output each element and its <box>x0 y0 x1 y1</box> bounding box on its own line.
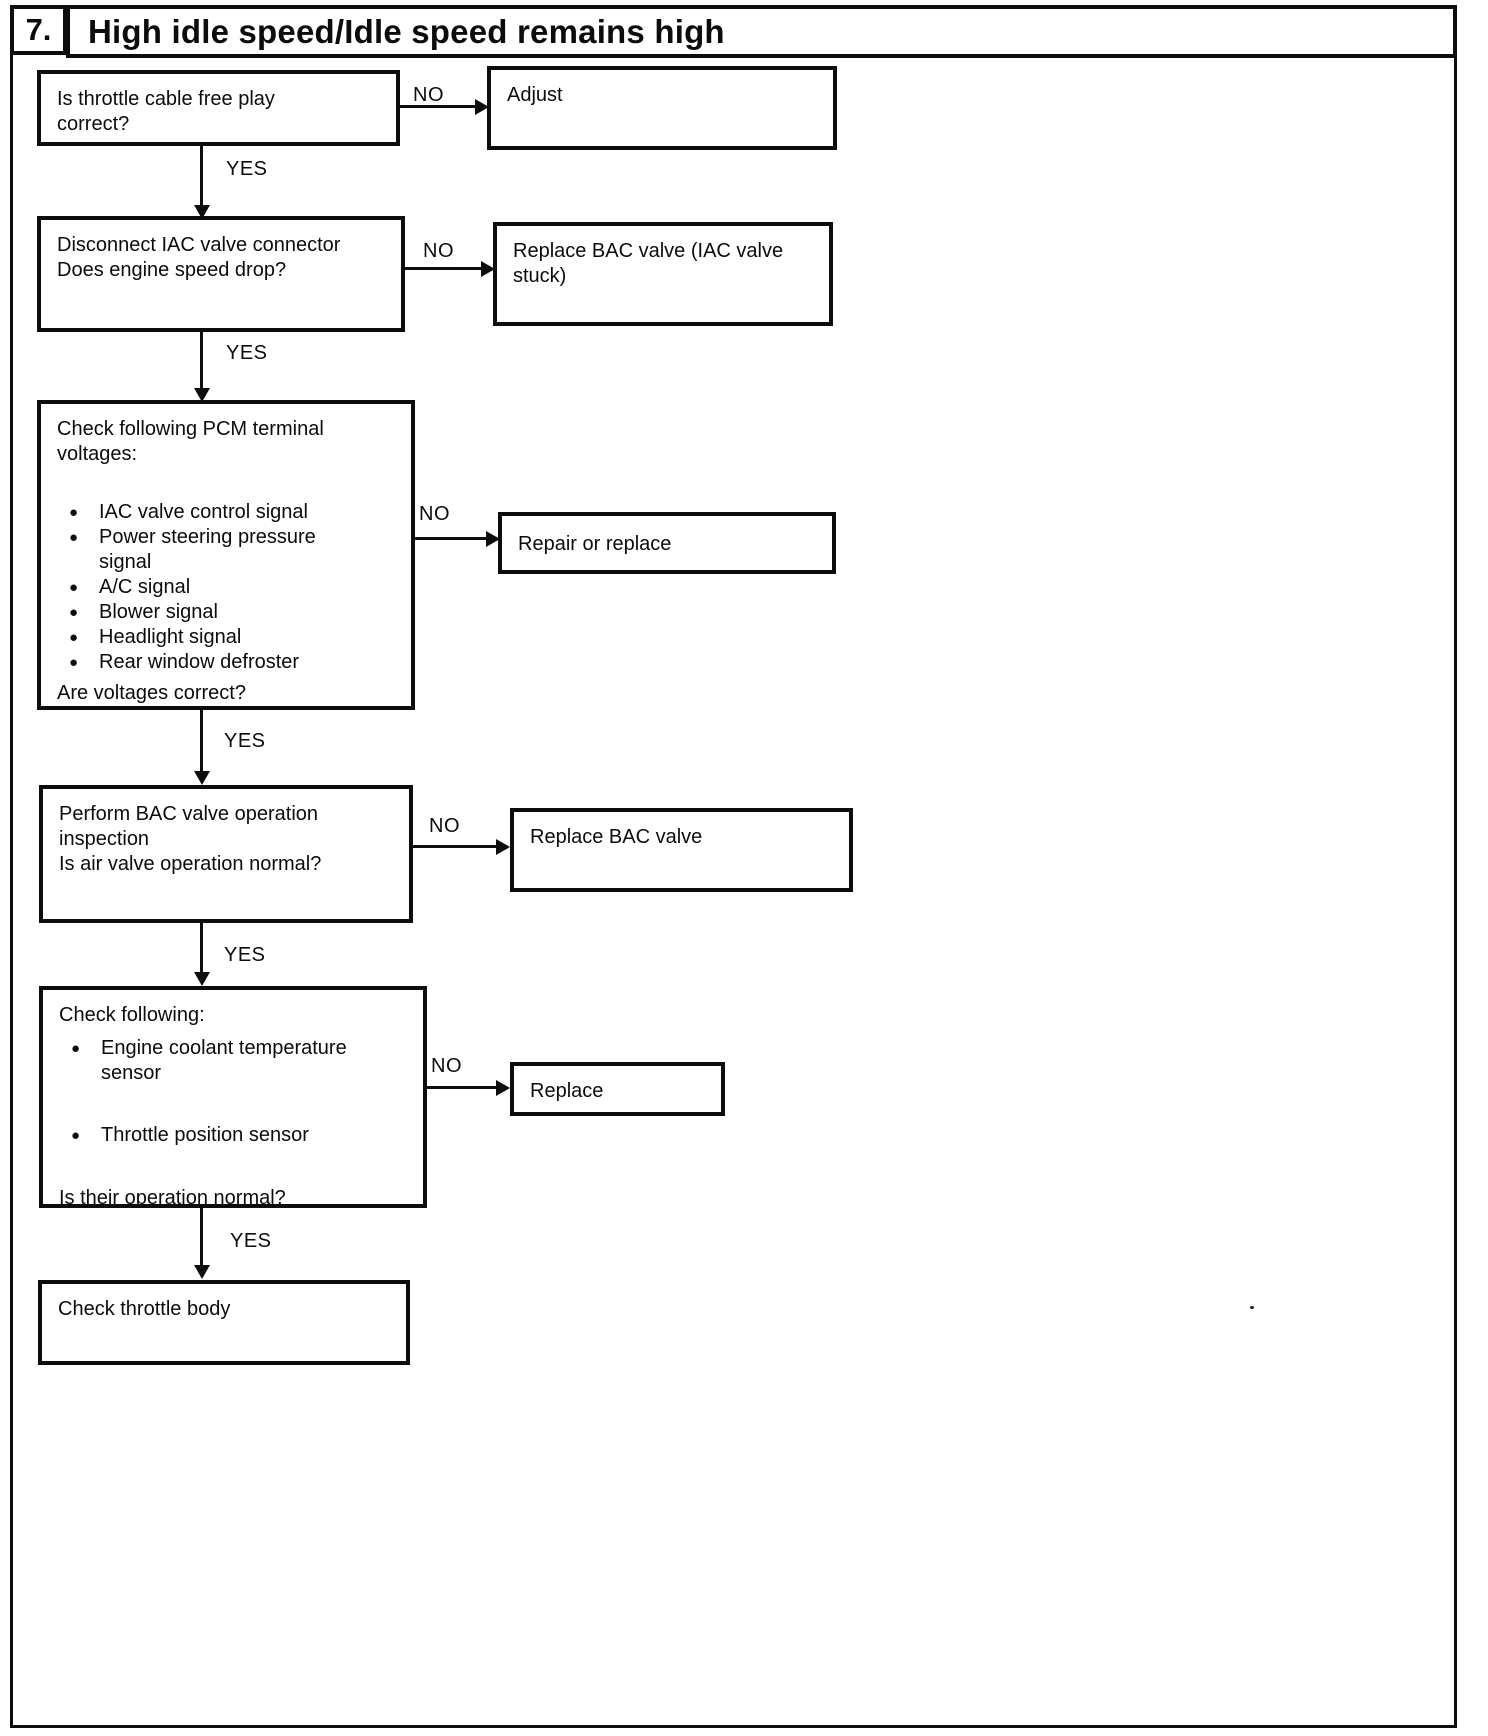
yes-connector-5 <box>193 1208 210 1279</box>
arrow-right-icon <box>496 1079 510 1096</box>
bullet-icon: ● <box>69 604 79 621</box>
no-connector-1 <box>400 98 489 115</box>
arrow-down-icon <box>193 388 210 402</box>
decision-throttle-cable-text: Is throttle cable free play correct? <box>57 88 275 135</box>
yes-label-2: YES <box>226 342 268 364</box>
no-connector-5 <box>427 1079 510 1096</box>
action-replace-box: Replace <box>510 1062 725 1116</box>
no-label-5: NO <box>431 1055 462 1077</box>
pcm-bullet-4: Blower signal <box>99 601 218 623</box>
yes-connector-3 <box>193 710 210 785</box>
arrow-down-icon <box>193 771 210 785</box>
yes-label-3: YES <box>224 730 266 752</box>
no-label-3: NO <box>419 503 450 525</box>
arrow-down-icon <box>193 972 210 986</box>
bullet-icon: ● <box>71 1127 81 1144</box>
bullet-icon: ● <box>69 629 79 646</box>
final-check-throttle-body-text: Check throttle body <box>58 1298 231 1320</box>
decision-pcm-voltages-box: Check following PCM terminal voltages: ●… <box>37 400 415 710</box>
pcm-bullet-1: IAC valve control signal <box>99 501 308 523</box>
arrow-down-icon <box>193 1265 210 1279</box>
action-adjust-text: Adjust <box>507 84 563 106</box>
action-adjust-box: Adjust <box>487 66 837 150</box>
arrow-down-icon <box>193 205 210 219</box>
no-connector-2 <box>405 260 495 277</box>
decision-sensors-box: Check following: ● Engine coolant tempera… <box>39 986 427 1209</box>
section-title-cell: High idle speed/Idle speed remains high <box>66 5 1457 58</box>
yes-connector-1 <box>193 146 210 219</box>
list-item: ● Headlight signal <box>69 625 399 650</box>
pcm-bullet-5: Headlight signal <box>99 626 242 648</box>
action-replace-text: Replace <box>530 1080 604 1102</box>
bullet-icon: ● <box>69 504 79 521</box>
scan-speck <box>1250 1306 1254 1309</box>
yes-label-4: YES <box>224 944 266 966</box>
decision-iac-line2: Does engine speed drop? <box>57 259 287 281</box>
decision-bac-operation-box: Perform BAC valve operation inspection I… <box>39 785 413 923</box>
list-item: ● Blower signal <box>69 600 399 625</box>
pcm-voltages-question: Are voltages correct? <box>57 682 246 704</box>
sensor-bullet-2: Throttle position sensor <box>101 1124 309 1146</box>
decision-bac-line1: Perform BAC valve operation inspection <box>59 803 319 850</box>
bullet-icon: ● <box>69 654 79 671</box>
decision-throttle-cable-box: Is throttle cable free play correct? <box>37 70 400 146</box>
decision-iac-connector-box: Disconnect IAC valve connector Does engi… <box>37 216 405 332</box>
decision-bac-line2: Is air valve operation normal? <box>59 853 322 875</box>
yes-connector-2 <box>193 332 210 402</box>
action-repair-replace-text: Repair or replace <box>518 533 672 555</box>
no-connector-3 <box>415 530 500 547</box>
bullet-icon: ● <box>71 1040 81 1057</box>
arrow-right-icon <box>496 838 510 855</box>
bullet-icon: ● <box>69 529 79 546</box>
pcm-bullet-6: Rear window defroster <box>99 651 300 673</box>
decision-iac-line1: Disconnect IAC valve connector <box>57 234 341 256</box>
action-replace-bac-text: Replace BAC valve <box>530 826 703 848</box>
action-replace-bac-stuck-text: Replace BAC valve (IAC valve stuck) <box>513 240 784 287</box>
action-replace-bac-box: Replace BAC valve <box>510 808 853 892</box>
list-item: ● IAC valve control signal <box>69 500 399 525</box>
action-repair-replace-box: Repair or replace <box>498 512 836 574</box>
section-number-cell: 7. <box>10 5 67 55</box>
sensors-intro: Check following: <box>59 1004 205 1026</box>
list-item: ● Engine coolant temperature sensor <box>71 1036 411 1086</box>
arrow-right-icon <box>481 260 495 277</box>
yes-label-5: YES <box>230 1230 272 1252</box>
sensors-list: ● Engine coolant temperature sensor ● Thro… <box>59 1036 411 1148</box>
final-check-throttle-body-box: Check throttle body <box>38 1280 410 1365</box>
section-number: 7. <box>25 12 52 47</box>
no-label-1: NO <box>413 84 444 106</box>
pcm-bullet-2: Power steering pressure signal <box>99 526 316 573</box>
list-item: ● A/C signal <box>69 575 399 600</box>
list-item: ● Rear window defroster <box>69 650 399 675</box>
no-connector-4 <box>413 838 510 855</box>
no-label-2: NO <box>423 240 454 262</box>
page-title: High idle speed/Idle speed remains high <box>88 12 725 50</box>
action-replace-bac-stuck-box: Replace BAC valve (IAC valve stuck) <box>493 222 833 326</box>
yes-connector-4 <box>193 923 210 986</box>
yes-label-1: YES <box>226 158 268 180</box>
pcm-bullet-3: A/C signal <box>99 576 191 598</box>
list-item: ● Throttle position sensor <box>71 1123 411 1148</box>
arrow-right-icon <box>486 530 500 547</box>
sensor-bullet-1: Engine coolant temperature sensor <box>101 1037 347 1084</box>
sensors-question: Is their operation normal? <box>59 1187 286 1209</box>
bullet-icon: ● <box>69 579 79 596</box>
arrow-right-icon <box>475 98 489 115</box>
list-item: ● Power steering pressure signal <box>69 525 399 575</box>
pcm-voltages-intro: Check following PCM terminal voltages: <box>57 418 324 465</box>
pcm-voltages-list: ● IAC valve control signal ● Power steerin… <box>57 500 399 675</box>
no-label-4: NO <box>429 815 460 837</box>
